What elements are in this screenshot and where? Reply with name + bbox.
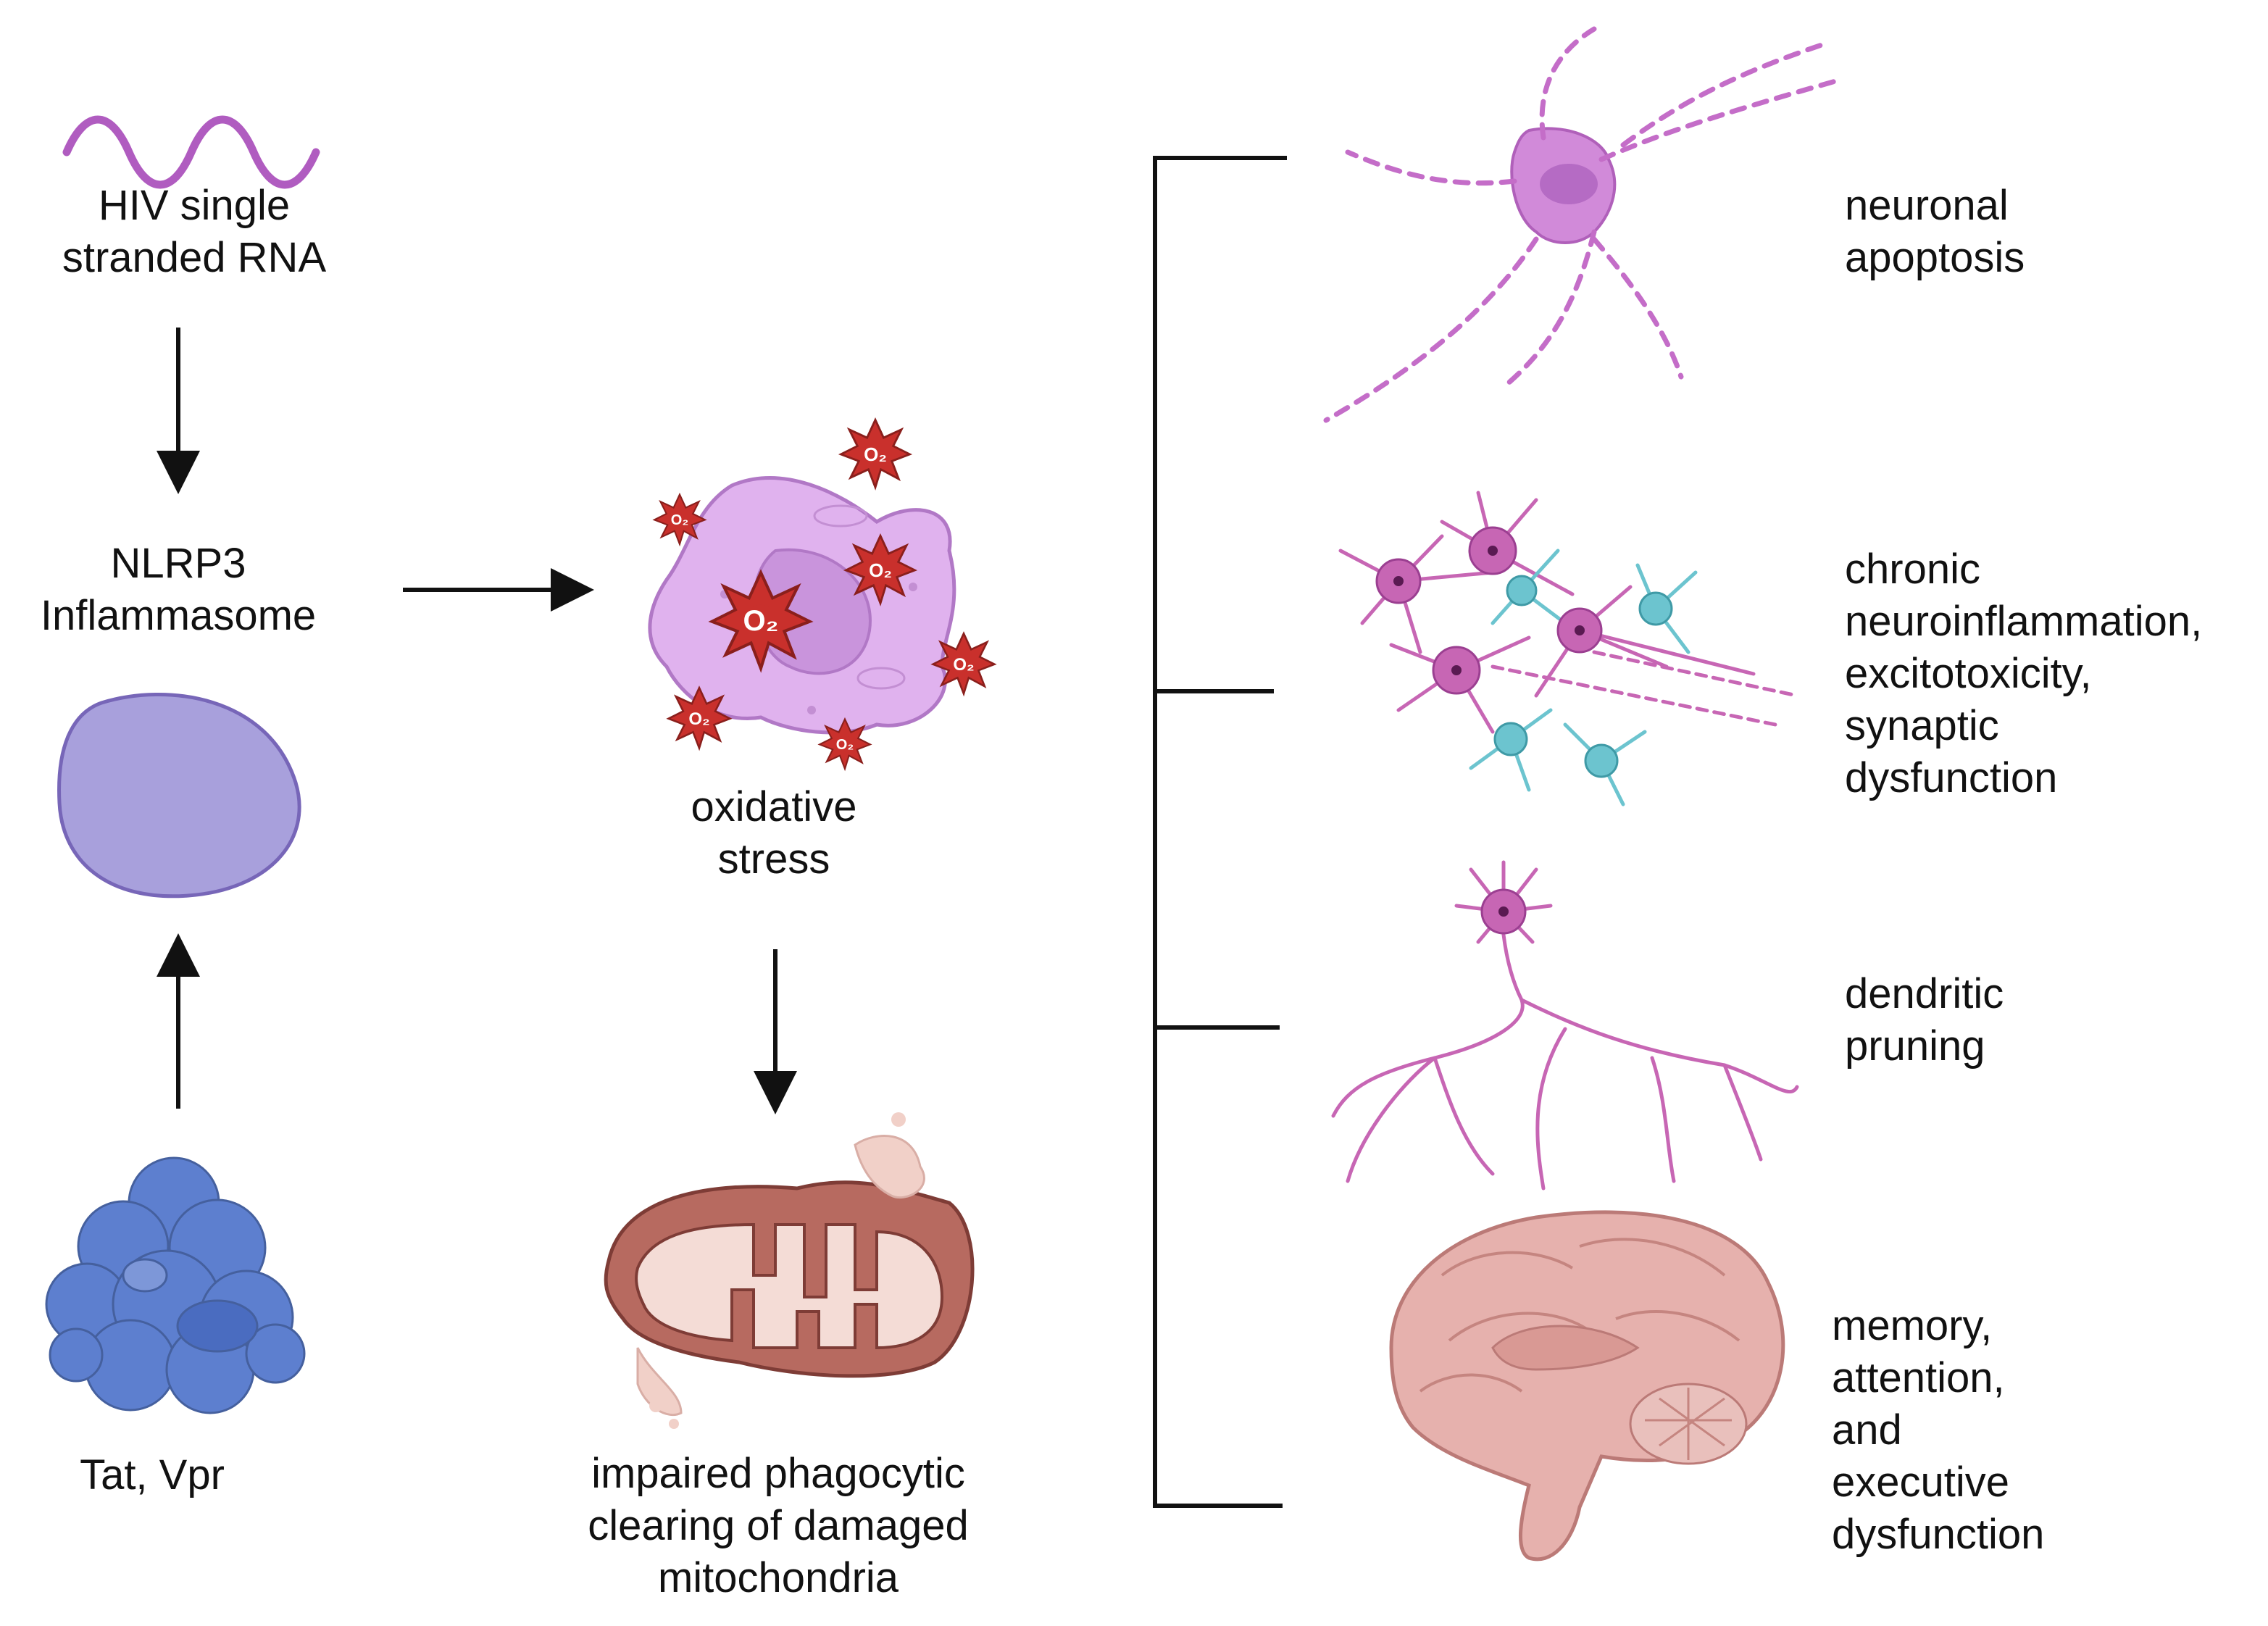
label-line: pruning bbox=[1845, 1022, 1985, 1070]
label-line: neuroinflammation, bbox=[1845, 598, 2203, 645]
damaged-mitochondrion-icon bbox=[604, 1112, 975, 1429]
label-line: and bbox=[1832, 1406, 1902, 1454]
label-line: mitochondria bbox=[657, 1554, 899, 1601]
outcome-cognitive-dysfunction: memory, attention, and executive dysfunc… bbox=[1832, 1300, 2044, 1561]
fragmented-neuron-icon bbox=[1323, 26, 1843, 423]
label-line: neuronal bbox=[1845, 182, 2009, 229]
label-line: Inflammasome bbox=[40, 592, 317, 639]
label-line: apoptosis bbox=[1845, 234, 2025, 281]
ros-label-0: O₂ bbox=[743, 605, 779, 637]
label-line: excitotoxicity, bbox=[1845, 650, 2092, 697]
outcome-bracket bbox=[1153, 156, 1287, 1508]
label-impaired-clearing: impaired phagocytic clearing of damaged … bbox=[525, 1448, 1032, 1604]
pruned-neuron-icon bbox=[1331, 860, 1799, 1191]
brain-sagittal-icon bbox=[1389, 1210, 1785, 1562]
label-line: dysfunction bbox=[1832, 1511, 2045, 1558]
label-line: attention, bbox=[1832, 1354, 2005, 1401]
ros-label-5: O₂ bbox=[688, 709, 709, 729]
label-line: stranded RNA bbox=[62, 234, 327, 281]
label-hiv-rna: HIV single stranded RNA bbox=[35, 180, 354, 284]
ros-label-6: O₂ bbox=[836, 737, 854, 753]
label-line: stress bbox=[717, 835, 830, 883]
label-line: executive bbox=[1832, 1459, 2010, 1506]
neuroinflammation-network-icon bbox=[1338, 491, 1799, 806]
label-line: NLRP3 bbox=[110, 540, 246, 587]
ros-labels: O₂ O₂ O₂ O₂ O₂ O₂ O₂ bbox=[671, 443, 975, 753]
label-line: synaptic bbox=[1845, 702, 1999, 749]
label-line: clearing of damaged bbox=[588, 1502, 969, 1549]
label-line: HIV single bbox=[98, 182, 291, 229]
ros-label-3: O₂ bbox=[671, 512, 688, 528]
label-line: Tat, Vpr bbox=[80, 1451, 225, 1498]
label-oxidative-stress: oxidative stress bbox=[629, 781, 919, 885]
hiv-rna-icon bbox=[62, 115, 320, 189]
outcome-neuroinflammation: chronic neuroinflammation, excitotoxicit… bbox=[1845, 543, 2202, 804]
label-line: impaired phagocytic bbox=[591, 1450, 965, 1497]
ros-label-4: O₂ bbox=[953, 655, 974, 675]
ros-label-1: O₂ bbox=[869, 559, 892, 581]
outcome-neuronal-apoptosis: neuronal apoptosis bbox=[1845, 180, 2025, 284]
label-line: dysfunction bbox=[1845, 754, 2058, 801]
label-nlrp3: NLRP3 Inflammasome bbox=[0, 538, 357, 642]
inflammasome-cell-icon bbox=[57, 693, 301, 899]
outcome-dendritic-pruning: dendritic pruning bbox=[1845, 968, 2004, 1072]
label-line: oxidative bbox=[691, 783, 857, 830]
label-line: chronic bbox=[1845, 546, 1980, 593]
label-tat-vpr: Tat, Vpr bbox=[29, 1449, 275, 1501]
tat-vpr-protein-icon bbox=[45, 1156, 306, 1414]
label-line: memory, bbox=[1832, 1302, 1993, 1349]
ros-label-2: O₂ bbox=[864, 443, 887, 465]
label-line: dendritic bbox=[1845, 970, 2004, 1017]
